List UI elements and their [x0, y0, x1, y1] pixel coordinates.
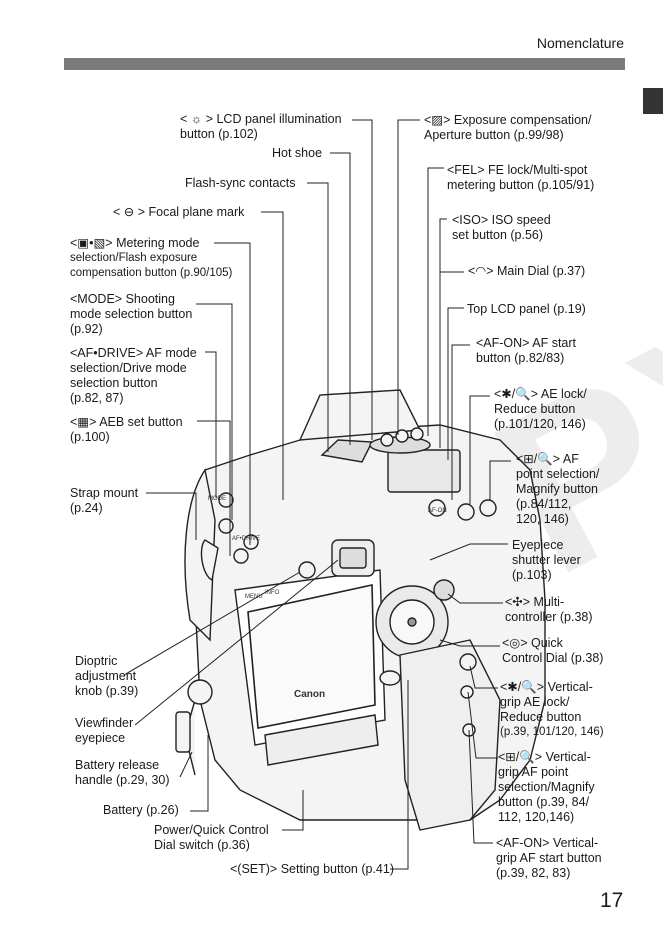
top-lcd-label: Top LCD panel (p.19)	[467, 302, 586, 316]
info-mark: INFO	[265, 590, 280, 596]
menu-mark: MENU	[245, 594, 263, 600]
vertical-af-on-label: <AF-ON> Vertical-grip AF start button(p.…	[496, 836, 602, 880]
aeb-label: <▦> AEB set button(p.100)	[70, 415, 183, 444]
setting-button-label: <(SET)> Setting button (p.41)	[230, 862, 394, 876]
af-on-mark: AF-ON	[428, 508, 447, 514]
brand-mark: Canon	[294, 689, 325, 700]
hot-shoe-label: Hot shoe	[272, 146, 323, 160]
ae-lock-label: <✱/🔍> AE lock/Reduce button(p.101/120, 1…	[494, 387, 587, 431]
mode-mark: MODE	[208, 496, 226, 502]
exposure-comp-label: <▨> Exposure compensation/Aperture butto…	[424, 113, 592, 142]
multi-controller-label: <✣> Multi-controller (p.38)	[505, 595, 593, 624]
main-dial-label: <◠> Main Dial (p.37)	[468, 264, 586, 278]
battery-label: Battery (p.26)	[103, 803, 179, 817]
flash-sync-label: Flash-sync contacts	[185, 176, 296, 190]
vertical-ae-lock-label: <✱/🔍> Vertical-grip AE lock/Reduce butto…	[500, 680, 604, 738]
section-title: Nomenclature	[536, 35, 624, 51]
strap-mount-label: Strap mount(p.24)	[70, 486, 139, 515]
header-bar	[64, 58, 625, 70]
af-drive-mark: AF•DRIVE	[232, 536, 260, 542]
focal-plane-label: < ⊖ > Focal plane mark	[113, 205, 245, 219]
page-number: 17	[600, 889, 624, 912]
chapter-tab	[643, 88, 663, 114]
